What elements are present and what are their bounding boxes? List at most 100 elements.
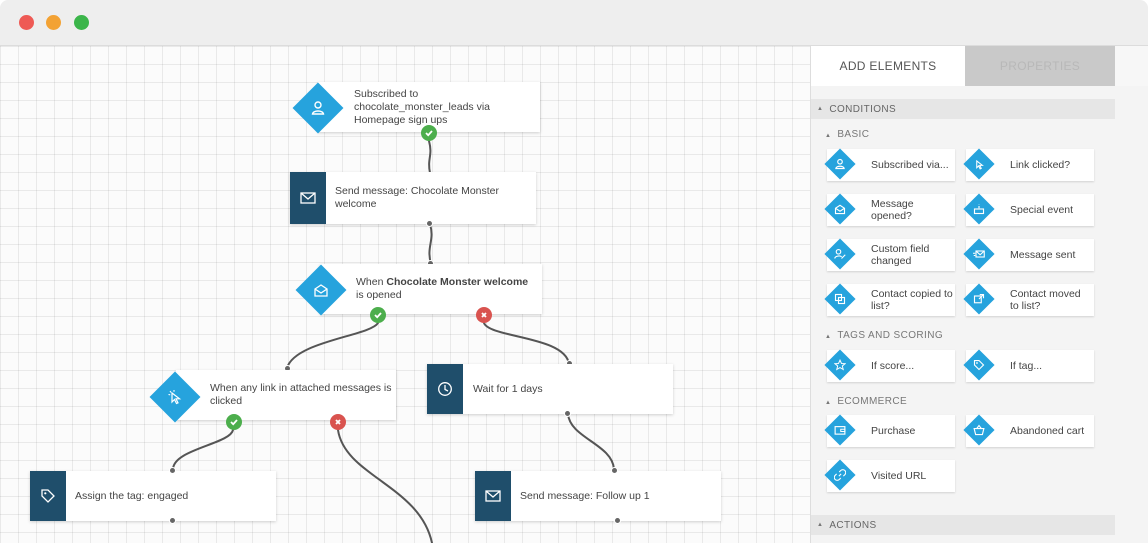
element-label: Contact moved to list? xyxy=(1010,288,1081,312)
cursor-click-icon xyxy=(165,387,185,407)
element-label: Subscribed via... xyxy=(871,159,949,171)
star-icon xyxy=(832,357,848,373)
workflow-connections xyxy=(172,140,615,543)
output-port[interactable] xyxy=(169,517,176,524)
link-icon xyxy=(832,467,848,483)
element-label: Special event xyxy=(1010,204,1074,216)
element-visited-url[interactable]: Visited URL xyxy=(824,459,955,492)
caret-up-icon: ▲ xyxy=(825,334,832,340)
node-when-opened-text: When Chocolate Monster welcome is opened xyxy=(356,264,536,314)
workflow-canvas[interactable]: Subscribed to chocolate_monster_leads vi… xyxy=(0,46,810,543)
success-check-icon xyxy=(370,307,386,323)
output-port[interactable] xyxy=(564,410,571,417)
output-port[interactable] xyxy=(426,220,433,227)
subsection-tags-scoring[interactable]: ▲ TAGS AND SCORING xyxy=(825,330,943,341)
node-follow-up[interactable]: Send message: Follow up 1 xyxy=(475,471,721,521)
wire-link-yes-to-tag xyxy=(172,429,234,470)
title-bar xyxy=(0,0,1148,46)
user-icon xyxy=(308,98,328,118)
tab-properties[interactable]: PROPERTIES xyxy=(965,46,1115,86)
element-contact-copied[interactable]: Contact copied to list? xyxy=(824,283,955,316)
node-wait[interactable]: Wait for 1 days xyxy=(427,364,673,414)
envelope-open-icon xyxy=(832,201,848,217)
envelope-send-icon xyxy=(971,246,987,262)
copy-icon xyxy=(832,291,848,307)
node-send-welcome[interactable]: Send message: Chocolate Monster welcome xyxy=(290,172,536,224)
close-window-button[interactable] xyxy=(19,15,34,30)
node-assign-tag-text: Assign the tag: engaged xyxy=(75,489,189,502)
node-when-opened-suffix: is opened xyxy=(356,289,402,301)
wallet-icon xyxy=(832,422,848,438)
wire-opened-yes-to-link xyxy=(286,322,379,369)
success-check-icon xyxy=(421,125,437,141)
user-icon xyxy=(832,156,848,172)
node-subscribed-text: Subscribed to chocolate_monster_leads vi… xyxy=(354,87,490,126)
wire-link-no-continue xyxy=(337,429,433,543)
panel-tabs: ADD ELEMENTS PROPERTIES xyxy=(811,46,1148,86)
element-abandoned-cart[interactable]: Abandoned cart xyxy=(963,414,1094,447)
node-wait-text: Wait for 1 days xyxy=(473,382,543,395)
element-label: Message sent xyxy=(1010,249,1076,261)
move-icon xyxy=(971,291,987,307)
envelope-open-icon xyxy=(311,280,331,300)
envelope-icon xyxy=(475,471,511,521)
node-send-welcome-text: Send message: Chocolate Monster welcome xyxy=(335,185,500,210)
caret-up-icon: ▲ xyxy=(817,106,824,112)
cake-icon xyxy=(971,201,987,217)
section-conditions-label: CONDITIONS xyxy=(829,103,897,115)
section-actions-label: ACTIONS xyxy=(829,519,877,531)
tag-icon xyxy=(30,471,66,521)
caret-up-icon: ▲ xyxy=(817,522,824,528)
section-actions[interactable]: ▲ ACTIONS xyxy=(811,515,1115,535)
element-label: If tag... xyxy=(1010,360,1043,372)
node-link-clicked-text: When any link in attached messages is cl… xyxy=(210,382,392,407)
wire-opened-no-to-wait xyxy=(483,322,570,365)
subsection-ecommerce[interactable]: ▲ ECOMMERCE xyxy=(825,396,907,407)
input-port[interactable] xyxy=(611,467,618,474)
element-purchase[interactable]: Purchase xyxy=(824,414,955,447)
element-if-tag[interactable]: If tag... xyxy=(963,349,1094,382)
element-label: Visited URL xyxy=(871,470,927,482)
node-subscribed[interactable]: Subscribed to chocolate_monster_leads vi… xyxy=(318,82,540,132)
tag-icon xyxy=(971,357,987,373)
subsection-ecommerce-label: ECOMMERCE xyxy=(837,396,908,407)
subsection-basic-label: BASIC xyxy=(837,129,870,140)
element-subscribed-via[interactable]: Subscribed via... xyxy=(824,148,955,181)
node-link-clicked[interactable]: When any link in attached messages is cl… xyxy=(176,370,396,420)
element-contact-moved[interactable]: Contact moved to list? xyxy=(963,283,1094,316)
failure-x-icon xyxy=(476,307,492,323)
node-assign-tag[interactable]: Assign the tag: engaged xyxy=(30,471,276,521)
element-special-event[interactable]: Special event xyxy=(963,193,1094,226)
caret-up-icon: ▲ xyxy=(825,133,832,139)
section-conditions[interactable]: ▲ CONDITIONS xyxy=(811,99,1115,119)
element-link-clicked[interactable]: Link clicked? xyxy=(963,148,1094,181)
element-if-score[interactable]: If score... xyxy=(824,349,955,382)
input-port[interactable] xyxy=(169,467,176,474)
clock-icon xyxy=(427,364,463,414)
element-label: Link clicked? xyxy=(1010,159,1071,171)
failure-x-icon xyxy=(330,414,346,430)
caret-up-icon: ▲ xyxy=(825,400,832,406)
output-port[interactable] xyxy=(614,517,621,524)
element-label: Abandoned cart xyxy=(1010,425,1085,437)
element-label: If score... xyxy=(871,360,915,372)
element-message-opened[interactable]: Message opened? xyxy=(824,193,955,226)
element-label: Purchase xyxy=(871,425,916,437)
basket-icon xyxy=(971,422,987,438)
elements-panel: ADD ELEMENTS PROPERTIES ▲ CONDITIONS ▲ BAS… xyxy=(810,46,1148,543)
wire-wait-to-followup xyxy=(567,413,615,470)
envelope-icon xyxy=(290,172,326,224)
tab-add-elements[interactable]: ADD ELEMENTS xyxy=(811,46,965,86)
maximize-window-button[interactable] xyxy=(74,15,89,30)
node-follow-up-text: Send message: Follow up 1 xyxy=(520,489,650,502)
element-message-sent[interactable]: Message sent xyxy=(963,238,1094,271)
subsection-basic[interactable]: ▲ BASIC xyxy=(825,129,869,140)
node-when-opened[interactable]: When Chocolate Monster welcome is opened xyxy=(320,264,542,314)
success-check-icon xyxy=(226,414,242,430)
minimize-window-button[interactable] xyxy=(46,15,61,30)
element-label: Contact copied to list? xyxy=(871,288,953,312)
subsection-tags-scoring-label: TAGS AND SCORING xyxy=(837,330,944,341)
element-custom-field-changed[interactable]: Custom field changed xyxy=(824,238,955,271)
cursor-click-icon xyxy=(971,156,987,172)
